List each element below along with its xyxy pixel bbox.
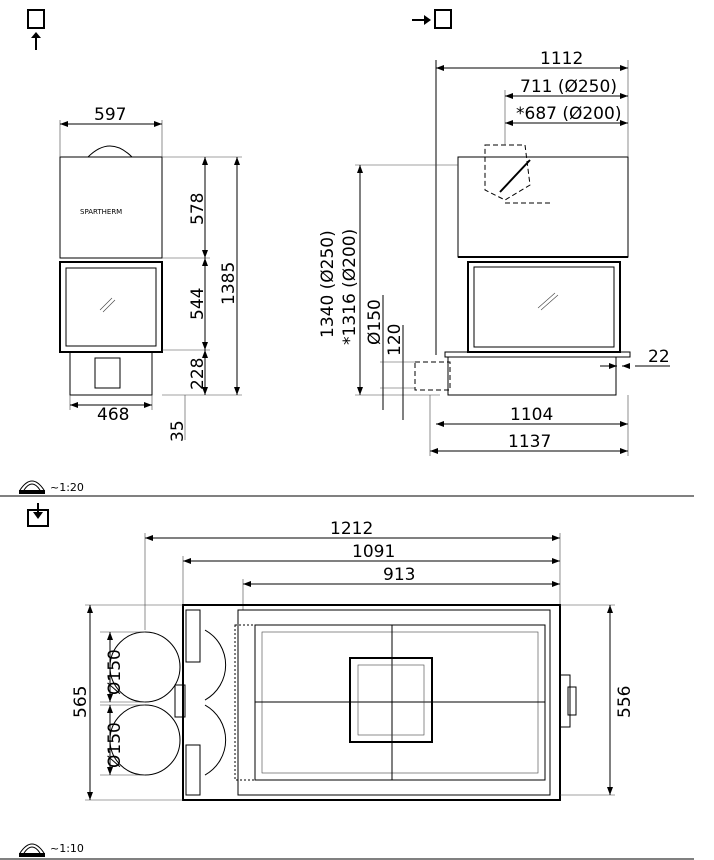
dim-578: 578	[188, 193, 208, 225]
side-view-icon	[412, 9, 452, 29]
dim-228: 228	[188, 358, 208, 390]
dim-687: *687 (Ø200)	[516, 104, 621, 124]
dim-air-1: Ø150	[105, 649, 125, 695]
side-view	[355, 60, 670, 456]
dim-1212: 1212	[330, 519, 373, 539]
dim-556: 556	[615, 686, 635, 718]
scale-lower: ~1:10	[50, 842, 84, 855]
dim-468: 468	[97, 405, 129, 425]
scale-icon-lower	[19, 843, 45, 857]
dim-711: 711 (Ø250)	[520, 77, 617, 97]
dim-1340: 1340 (Ø250)	[318, 230, 338, 338]
dim-565: 565	[71, 686, 91, 718]
dim-35: 35	[168, 420, 188, 442]
dim-597: 597	[94, 105, 126, 125]
dim-1104: 1104	[510, 405, 553, 425]
dim-150: Ø150	[365, 299, 385, 345]
top-view-icon	[27, 503, 49, 527]
scale-upper: ~1:20	[50, 481, 84, 494]
dim-1385: 1385	[219, 262, 239, 305]
dim-22: 22	[648, 347, 670, 367]
dim-544: 544	[188, 288, 208, 320]
scale-icon	[19, 480, 45, 494]
dim-120: 120	[385, 324, 405, 356]
brand-logo: SPARTHERM	[80, 208, 122, 216]
dim-1316: *1316 (Ø200)	[340, 229, 360, 345]
front-view-icon	[27, 9, 45, 50]
front-view	[59, 120, 242, 440]
dim-1112: 1112	[540, 49, 583, 69]
dim-1091: 1091	[352, 542, 395, 562]
top-view	[85, 533, 615, 801]
dim-1137: 1137	[508, 432, 551, 452]
dim-air-2: Ø150	[105, 722, 125, 768]
dim-913: 913	[383, 565, 415, 585]
